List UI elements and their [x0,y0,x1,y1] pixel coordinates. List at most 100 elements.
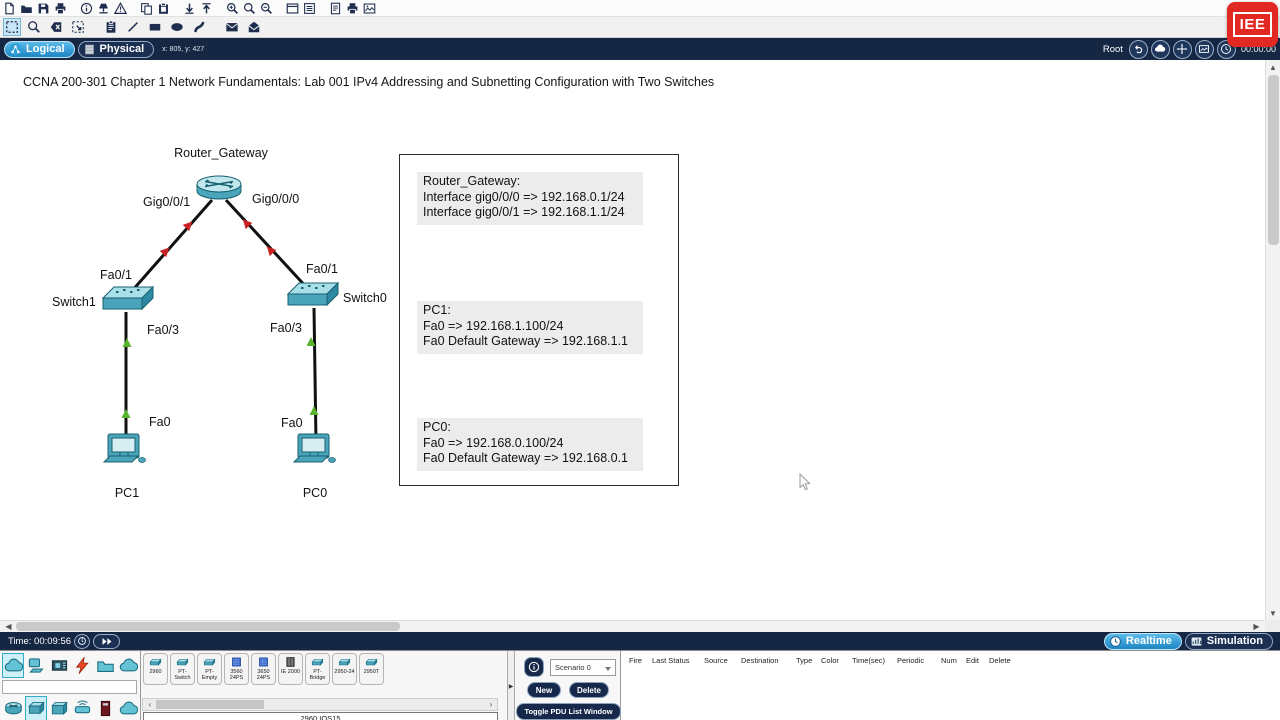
pc1-name-label[interactable]: PC1 [114,486,140,500]
tab-simulation[interactable]: Simulation [1184,632,1273,650]
draw-rectangle-icon[interactable] [146,18,164,36]
paste-icon[interactable] [157,2,170,15]
open-file-icon[interactable] [20,2,33,15]
new-window-icon[interactable] [286,2,299,15]
link-switch0-pc0[interactable] [312,307,318,443]
zoom-in-icon[interactable] [226,2,239,15]
model-pt-switch[interactable]: PT-Switch [170,653,195,685]
pc0-device[interactable] [293,433,336,463]
model-2950-24[interactable]: 2950-24 [332,653,357,685]
switch0-name-label[interactable]: Switch0 [343,291,387,305]
scroll-up-icon[interactable]: ▲ [1269,62,1277,72]
category-wireless-devices[interactable] [71,696,93,720]
addressing-note-box[interactable]: Router_Gateway: Interface gig0/0/0 => 19… [399,154,679,486]
resize-shape-icon[interactable] [69,18,87,36]
draw-freeform-icon[interactable] [190,18,208,36]
model-2950t[interactable]: 2950T [359,653,384,685]
copy-icon[interactable] [140,2,153,15]
pc0-name-label[interactable]: PC0 [302,486,328,500]
category-connections[interactable] [71,653,93,678]
category-switches[interactable] [25,696,47,720]
tab-logical[interactable]: Logical [4,40,75,58]
scenario-info-button[interactable] [524,657,544,677]
canvas-vertical-scrollbar[interactable]: ▲ ▼ [1265,60,1280,620]
inspect-icon[interactable] [25,18,43,36]
tab-realtime[interactable]: Realtime [1103,632,1182,650]
model-label: 2950T [363,669,380,675]
category-hubs[interactable] [48,696,70,720]
workspace-canvas[interactable]: CCNA 200-301 Chapter 1 Network Fundament… [0,60,1265,620]
category-end-devices[interactable] [25,653,47,678]
pdu-header-delete: Delete [989,656,1011,665]
category-miscellaneous[interactable] [94,653,116,678]
add-complex-pdu-icon[interactable] [245,18,263,36]
scroll-down-icon[interactable]: ▼ [1269,608,1277,618]
router-gateway-device[interactable] [196,175,242,200]
draw-line-icon[interactable] [124,18,142,36]
canvas-horizontal-scrollbar[interactable]: ◀ ▶ [0,620,1265,632]
panel-splitter[interactable]: ▶ [507,651,515,720]
category-network-devices[interactable] [2,653,24,678]
network-printer-icon[interactable] [346,2,359,15]
toggle-pdu-list-button[interactable]: Toggle PDU List Window [516,703,621,720]
category-security[interactable] [94,696,116,720]
warning-icon[interactable] [114,2,127,15]
model-3560-24ps[interactable]: 3560 24PS [224,653,249,685]
horizontal-scroll-thumb[interactable] [16,622,400,631]
zoom-out-icon[interactable] [260,2,273,15]
switch1-device[interactable] [102,286,154,310]
link-router-switch1[interactable] [129,199,214,293]
toolbar-group [329,2,376,15]
router-name-label[interactable]: Router_Gateway [174,146,268,160]
model-label: 2960 [149,669,162,675]
environment-button[interactable] [1150,39,1170,59]
place-note-icon[interactable] [102,18,120,36]
custom-devices-icon[interactable] [303,2,316,15]
viewport-button[interactable] [1194,39,1214,59]
category-routers[interactable] [2,696,24,720]
model-2960[interactable]: 2960 [143,653,168,685]
pan-tool-button[interactable] [1172,39,1192,59]
switch0-device[interactable] [287,282,339,306]
model-pt-bridge[interactable]: PT-Bridge [305,653,330,685]
switch1-name-label[interactable]: Switch1 [52,295,96,309]
new-file-icon[interactable] [3,2,16,15]
zoom-reset-icon[interactable] [243,2,256,15]
delete-icon[interactable] [47,18,65,36]
undo-icon[interactable] [183,2,196,15]
model-scroll-right-icon[interactable]: › [489,700,493,709]
model-scrollbar[interactable]: ‹ › [142,698,498,711]
back-navigation-button[interactable] [1128,39,1148,59]
image-capture-icon[interactable] [363,2,376,15]
save-icon[interactable] [37,2,50,15]
model-scroll-thumb[interactable] [156,700,264,709]
root-cluster-label[interactable]: Root [1102,43,1123,55]
model-label: PT-Switch [174,669,191,681]
select-icon[interactable] [3,18,21,36]
power-cycle-button[interactable] [74,633,91,649]
notes-icon[interactable] [329,2,342,15]
vertical-scroll-thumb[interactable] [1268,75,1279,245]
model-pt-empty[interactable]: PT-Empty [197,653,222,685]
pc1-device[interactable] [103,433,146,463]
new-scenario-button[interactable]: New [527,682,561,698]
category-wan-emulation[interactable] [117,696,139,720]
link-router-switch0[interactable] [224,198,311,292]
info-icon[interactable] [80,2,93,15]
delete-scenario-button[interactable]: Delete [569,682,609,698]
model-scroll-left-icon[interactable]: ‹ [148,700,152,709]
scenario-dropdown[interactable]: Scenario 0 [550,659,616,676]
model-3650-24ps[interactable]: 3650 24PS [251,653,276,685]
activity-wizard-icon[interactable] [97,2,110,15]
draw-ellipse-icon[interactable] [168,18,186,36]
fast-forward-button[interactable] [93,633,121,649]
category-components[interactable] [48,653,70,678]
category-multiuser[interactable] [117,653,139,678]
model-ie-2000[interactable]: IE 2000 [278,653,303,685]
tab-physical[interactable]: Physical [77,40,155,58]
print-icon[interactable] [54,2,67,15]
redo-icon[interactable] [200,2,213,15]
scroll-left-icon[interactable]: ◀ [5,622,12,631]
scroll-right-icon[interactable]: ▶ [1253,622,1260,631]
add-simple-pdu-icon[interactable] [223,18,241,36]
